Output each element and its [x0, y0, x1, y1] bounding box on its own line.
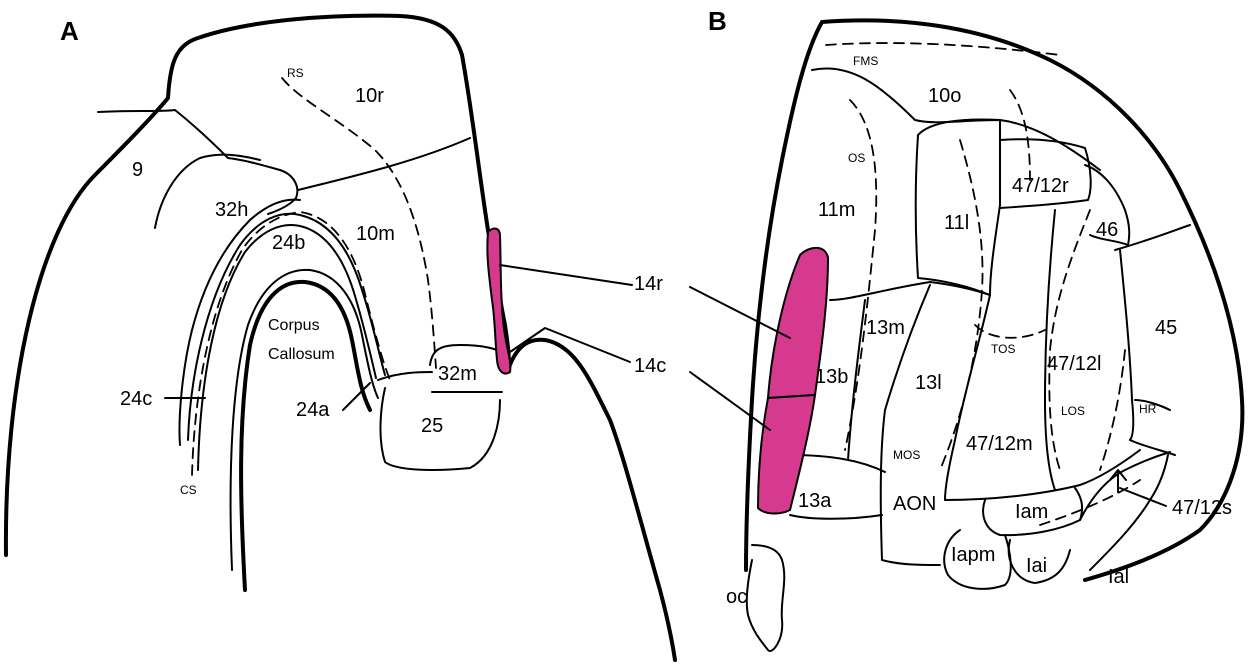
area-25-label: 25 — [421, 415, 443, 437]
area-ial-label: Ial — [1108, 566, 1129, 588]
sulcus-fms-label: FMS — [853, 54, 878, 68]
sulcus-cs-label: CS — [180, 483, 197, 497]
border-aon-bottom — [882, 560, 940, 565]
border-10m-32m — [430, 345, 505, 365]
callout-14r-line-b — [690, 287, 790, 338]
sulcus-mos-label: MOS — [893, 448, 920, 462]
callout-14c-label: 14c — [634, 355, 666, 377]
callout-14r-line-a — [500, 265, 632, 285]
border-ial — [1080, 452, 1170, 520]
sulcus-rs-label: RS — [287, 66, 304, 80]
area-24b-label: 24b — [272, 232, 305, 254]
area-13a-label: 13a — [798, 490, 832, 512]
olfactory-cortex-outline — [747, 545, 784, 651]
corpus-label: Corpus — [268, 317, 320, 334]
panel-b-label: B — [708, 6, 727, 36]
border-13l-right — [945, 295, 990, 500]
border-47-12r — [1000, 139, 1091, 208]
area-11l-label: 11l — [944, 212, 969, 234]
border-13b — [848, 300, 865, 460]
area-iai-label: Iai — [1026, 555, 1047, 577]
panel-a-outline — [6, 16, 509, 555]
pointer-47-12s — [1120, 488, 1166, 506]
lateral-orbital-sulcus-dashed — [1049, 210, 1090, 470]
area-47-12r-label: 47/12r — [1012, 175, 1069, 197]
callout-14c-line-b — [690, 372, 770, 430]
area-13m-label: 13m — [866, 317, 905, 339]
area-iam-label: Iam — [1015, 501, 1048, 523]
sulcus-12l-right-dashed — [1100, 350, 1125, 470]
border-47-12m-bottom — [945, 450, 1140, 500]
area-47-12m-label: 47/12m — [966, 433, 1033, 455]
area-14-medial — [487, 229, 510, 374]
callosum-label: Callosum — [268, 346, 335, 363]
panel-a-medial-view — [6, 16, 675, 660]
area-24c-label: 24c — [120, 388, 152, 410]
medial-orbital-sulcus-dashed — [940, 140, 983, 470]
panel-a-label: A — [60, 16, 79, 46]
border-10r-10m — [298, 138, 470, 190]
area-13b-label: 13b — [815, 366, 848, 388]
area-10r-label: 10r — [355, 85, 384, 107]
area-9-label: 9 — [132, 159, 143, 181]
area-32h-label: 32h — [215, 199, 248, 221]
area-10o-label: 10o — [928, 85, 961, 107]
area-45-label: 45 — [1155, 317, 1177, 339]
area-aon-label: AON — [893, 493, 936, 515]
sulcus-los-label: LOS — [1061, 404, 1085, 418]
callout-14r-label: 14r — [634, 273, 663, 295]
transverse-orbital-sulcus-dashed — [975, 325, 1045, 338]
sulcus-os-label: OS — [848, 151, 865, 165]
sulcus-hr-label: HR — [1139, 402, 1157, 416]
area-iapm-label: Iapm — [951, 544, 995, 566]
border-11l-box — [916, 120, 1000, 295]
area-47-12l-label: 47/12l — [1047, 353, 1102, 375]
sulcus-10o-dashed — [1010, 90, 1030, 180]
panel-a-lower-outline — [508, 340, 675, 660]
oc-label: oc — [726, 586, 747, 608]
area-13l-label: 13l — [915, 372, 942, 394]
sulcus-tos-label: TOS — [991, 342, 1015, 356]
area-46-label: 46 — [1096, 219, 1118, 241]
area-32m-label: 32m — [438, 363, 477, 385]
border-11m-13m — [830, 282, 990, 300]
area-47-12s-label: 47/12s — [1172, 497, 1232, 519]
area-11m-label: 11m — [818, 199, 855, 221]
callout-14c-line-a — [510, 328, 630, 362]
area-10m-label: 10m — [356, 223, 395, 245]
area-24a-label: 24a — [296, 399, 330, 421]
